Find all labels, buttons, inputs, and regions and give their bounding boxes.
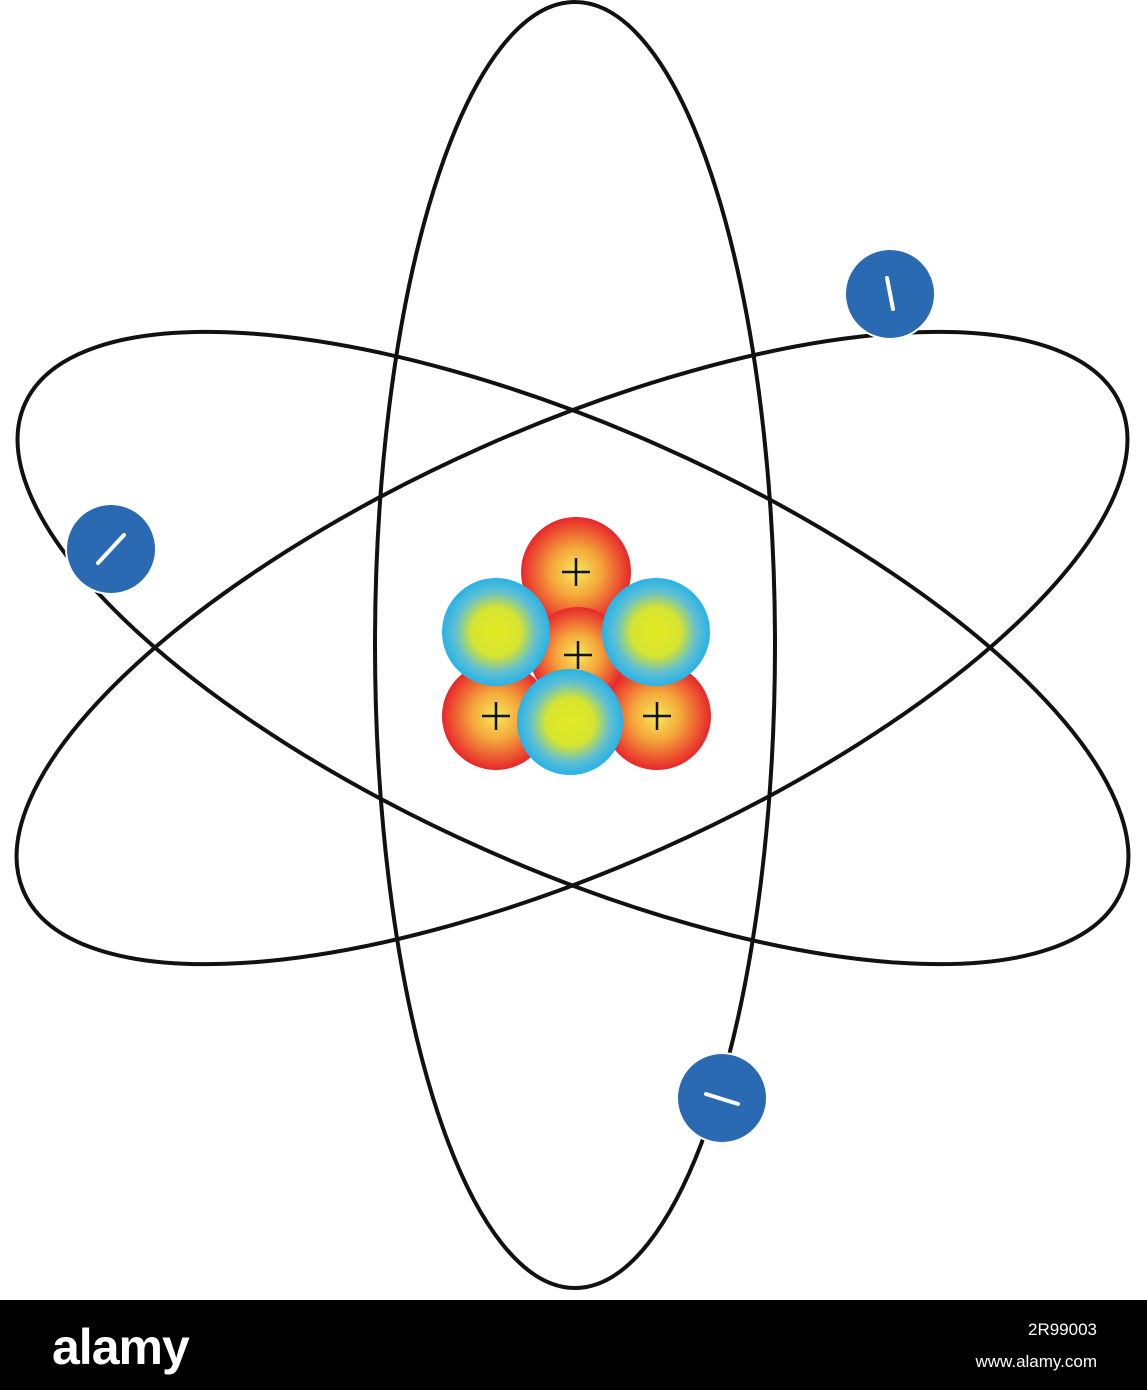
site-url: www.alamy.com bbox=[975, 1352, 1097, 1371]
image-id: 2R99003 bbox=[1027, 1320, 1097, 1339]
neutron-right bbox=[602, 578, 710, 686]
electrons bbox=[65, 248, 936, 1144]
proton-top bbox=[521, 517, 631, 627]
proton-bottom-right bbox=[603, 662, 711, 770]
neutron-left bbox=[442, 578, 550, 686]
neutron-bottom bbox=[517, 669, 623, 775]
electron-top-right bbox=[844, 248, 936, 340]
orbit-ascending bbox=[14, 329, 1130, 967]
brand-logo: alamy bbox=[52, 1319, 190, 1375]
electron-left bbox=[65, 503, 157, 595]
orbits bbox=[14, 0, 1131, 1290]
nucleus bbox=[442, 517, 711, 775]
watermark-footer: alamy 2R99003 www.alamy.com bbox=[0, 1300, 1147, 1390]
orbit-descending bbox=[15, 329, 1131, 967]
orbit-vertical bbox=[373, 0, 777, 1290]
electron-bottom bbox=[676, 1052, 768, 1144]
atom-diagram bbox=[14, 0, 1131, 1290]
